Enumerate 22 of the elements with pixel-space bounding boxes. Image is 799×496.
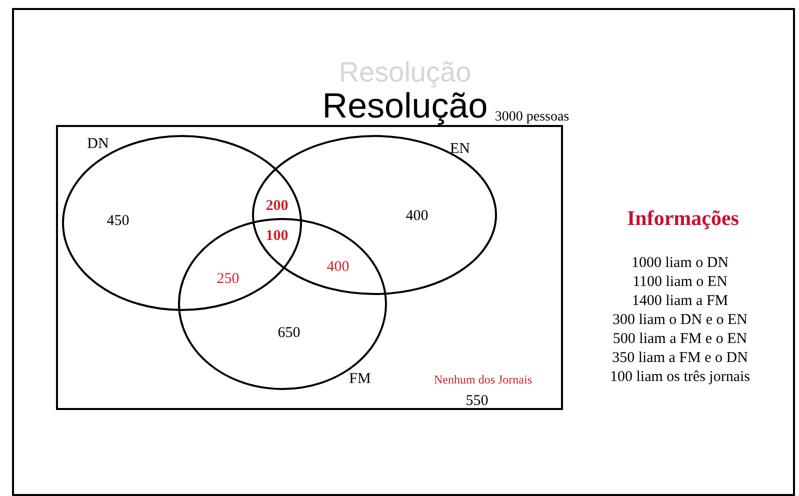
count-value: 400 bbox=[406, 209, 428, 225]
info-line: 1100 liam o EN bbox=[632, 275, 728, 291]
count-value: 650 bbox=[278, 326, 300, 342]
set-name: FM bbox=[349, 372, 371, 388]
count-value: 450 bbox=[106, 214, 130, 230]
count-value: 250 bbox=[216, 272, 240, 288]
count-value: 550 bbox=[466, 394, 488, 410]
info-line: 1000 liam o DN bbox=[631, 256, 729, 272]
region-label: Nenhum dos Jornais bbox=[434, 374, 532, 386]
title: Resolução bbox=[322, 88, 488, 126]
info-line: 500 liam a FM e o EN bbox=[612, 332, 748, 348]
total-count: 3000 pessoas bbox=[494, 110, 570, 126]
count-value: 200 bbox=[266, 199, 288, 215]
set-name: DN bbox=[87, 137, 109, 153]
info-heading: Informações bbox=[627, 206, 739, 230]
info-line: 350 liam a FM e o DN bbox=[612, 351, 748, 367]
count-value: 400 bbox=[326, 260, 350, 276]
count-value: 100 bbox=[266, 229, 288, 245]
info-line: 100 liam os três jornais bbox=[610, 370, 750, 386]
info-line: 300 liam o DN e o EN bbox=[612, 313, 748, 329]
info-line: 1400 liam a FM bbox=[632, 294, 728, 310]
set-name: EN bbox=[450, 142, 470, 158]
